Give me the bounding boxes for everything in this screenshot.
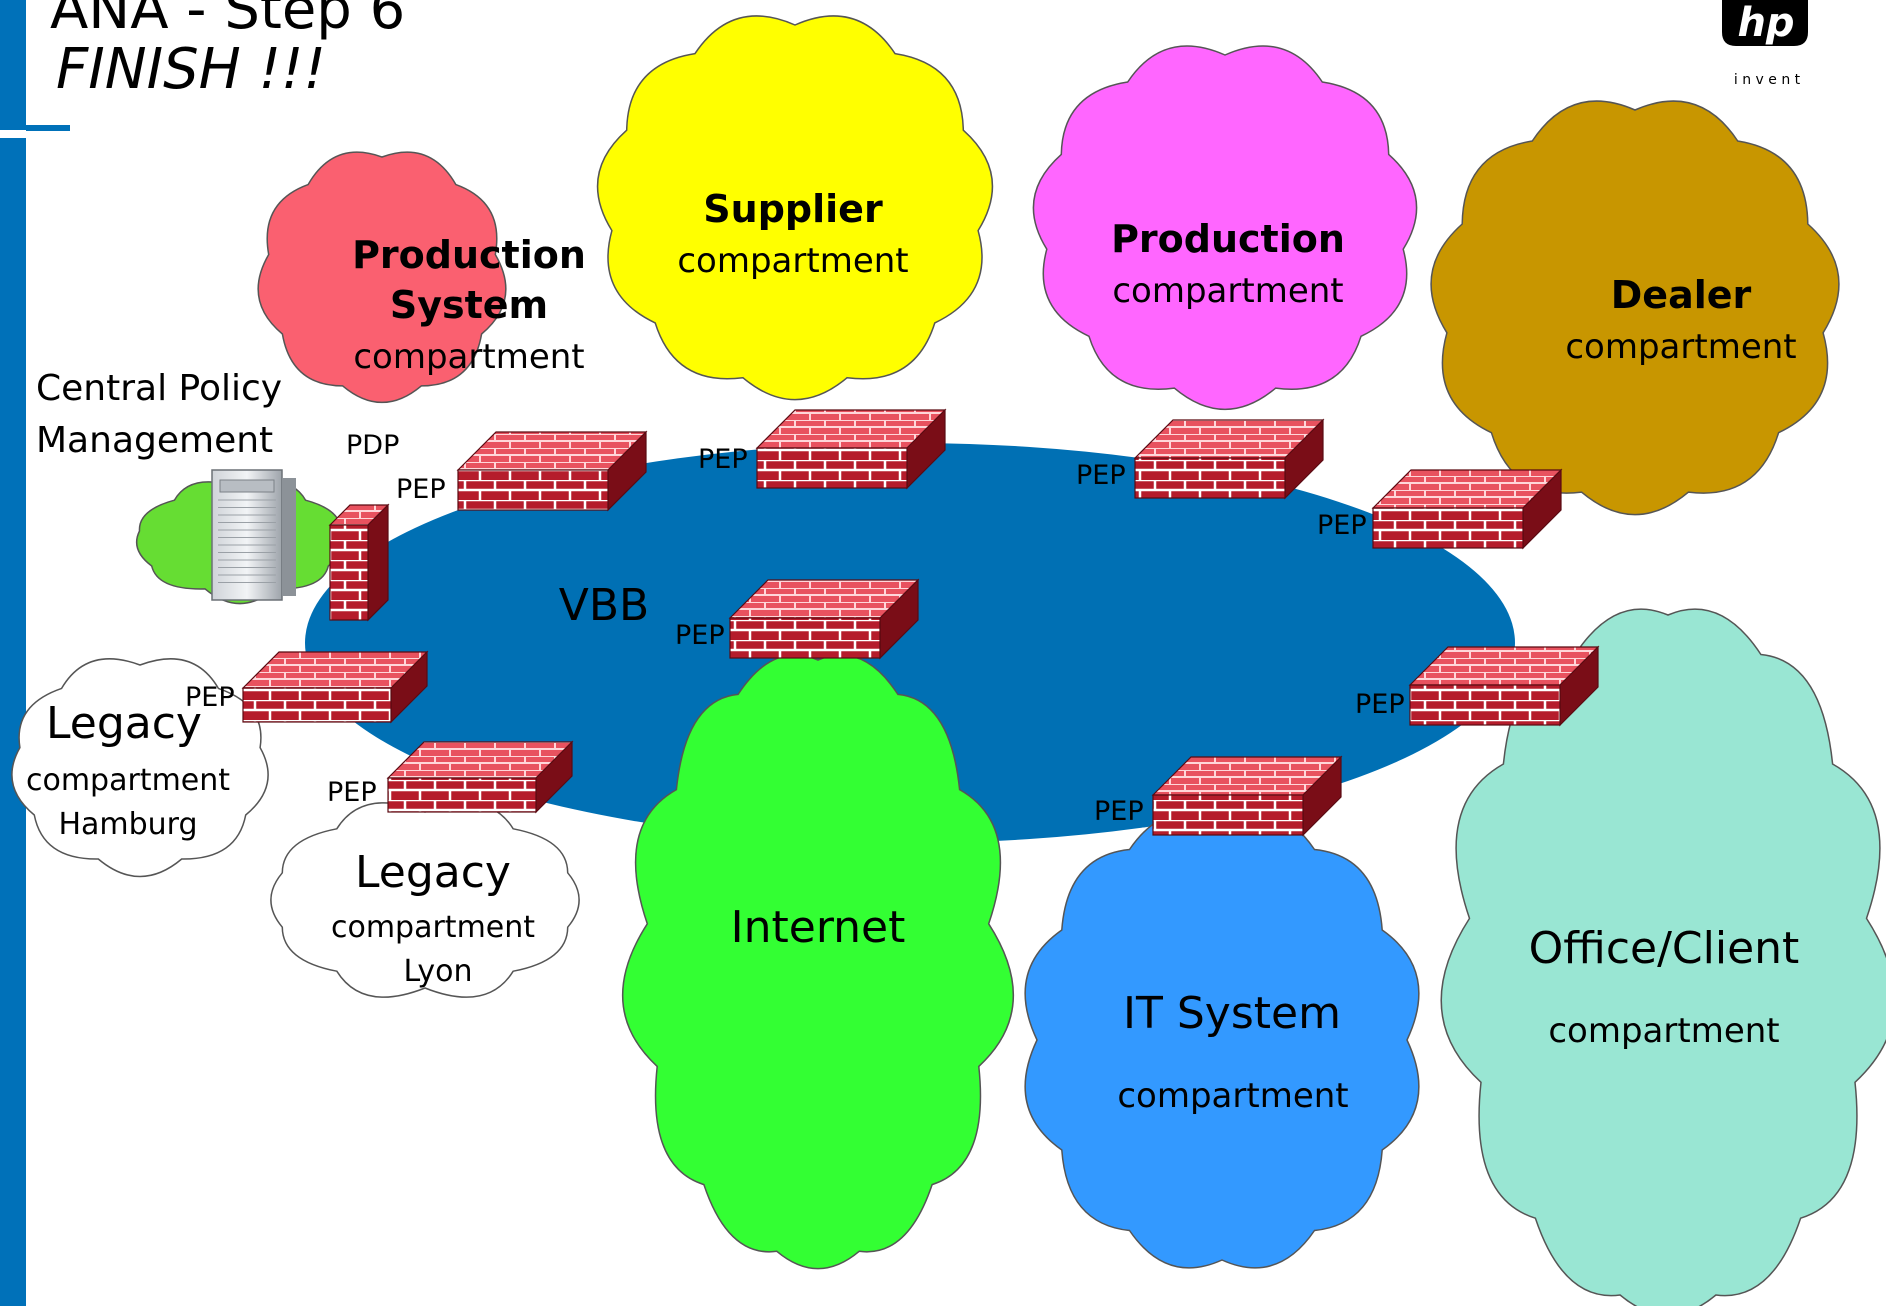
production-system-title-line1: Production — [352, 233, 586, 277]
production-system-subtitle: compartment — [353, 337, 584, 377]
legacy-lyon-location: Lyon — [403, 954, 472, 989]
firewall-it-system — [1151, 755, 1343, 837]
legacy-lyon-title: Legacy — [355, 847, 511, 898]
pep-label-internet: PEP — [675, 620, 725, 651]
firewall-legacy-hamburg — [241, 650, 429, 724]
cloud-production — [1032, 45, 1418, 411]
pdp-label: PDP — [346, 430, 399, 461]
accent-bar — [0, 0, 70, 1306]
cloud-legacy-lyon — [270, 802, 580, 998]
supplier-title: Supplier — [703, 187, 883, 231]
pep-label-office: PEP — [1355, 689, 1405, 720]
dealer-title: Dealer — [1611, 273, 1752, 317]
it-system-title: IT System — [1123, 988, 1341, 1039]
office-subtitle: compartment — [1548, 1011, 1779, 1051]
firewall-office — [1408, 645, 1600, 727]
hp-logo: hp i n v e n t — [1722, 0, 1808, 88]
office-title: Office/Client — [1529, 923, 1800, 974]
cloud-dealer — [1430, 100, 1840, 516]
production-title: Production — [1111, 217, 1345, 261]
cloud-production-system — [257, 151, 507, 404]
slide-title-line1: ANA - Step 6 — [50, 0, 405, 42]
firewall-dealer — [1371, 468, 1563, 550]
pep-label-it-system: PEP — [1094, 796, 1144, 827]
it-system-subtitle: compartment — [1117, 1076, 1348, 1116]
cloud-it-system — [1024, 811, 1420, 1269]
pep-label-legacy-lyon: PEP — [327, 777, 377, 808]
vbb-backbone — [305, 443, 1515, 843]
central-policy-label-line2: Management — [36, 420, 273, 461]
hp-logo-mark: hp — [1737, 0, 1794, 46]
legacy-hamburg-location: Hamburg — [58, 807, 197, 842]
vbb-label: VBB — [559, 580, 649, 631]
cloud-supplier — [596, 15, 994, 401]
pep-label-production: PEP — [1076, 460, 1126, 491]
pep-label-production-system: PEP — [396, 474, 446, 505]
pep-label-supplier: PEP — [698, 444, 748, 475]
firewall-production-system — [456, 430, 648, 512]
legacy-lyon-subtitle: compartment — [331, 910, 535, 945]
production-system-title-line2: System — [390, 283, 548, 327]
pep-label-dealer: PEP — [1317, 510, 1367, 541]
firewall-legacy-lyon — [386, 740, 574, 814]
dealer-subtitle: compartment — [1565, 327, 1796, 367]
central-policy-label-line1: Central Policy — [36, 368, 282, 409]
production-subtitle: compartment — [1112, 271, 1343, 311]
cloud-internet — [622, 654, 1014, 1270]
firewall-pdp — [328, 503, 390, 622]
legacy-hamburg-title: Legacy — [46, 698, 202, 749]
server-icon — [211, 469, 296, 601]
legacy-hamburg-subtitle: compartment — [26, 763, 230, 798]
firewall-supplier — [755, 408, 947, 490]
cloud-office — [1440, 608, 1886, 1306]
pep-label-legacy-hamburg: PEP — [185, 682, 235, 713]
firewall-production — [1133, 418, 1325, 500]
supplier-subtitle: compartment — [677, 241, 908, 281]
firewall-internet — [728, 578, 920, 660]
internet-title: Internet — [731, 902, 906, 953]
hp-logo-tagline: i n v e n t — [1734, 72, 1801, 88]
slide-title-line2: FINISH !!! — [56, 37, 326, 102]
